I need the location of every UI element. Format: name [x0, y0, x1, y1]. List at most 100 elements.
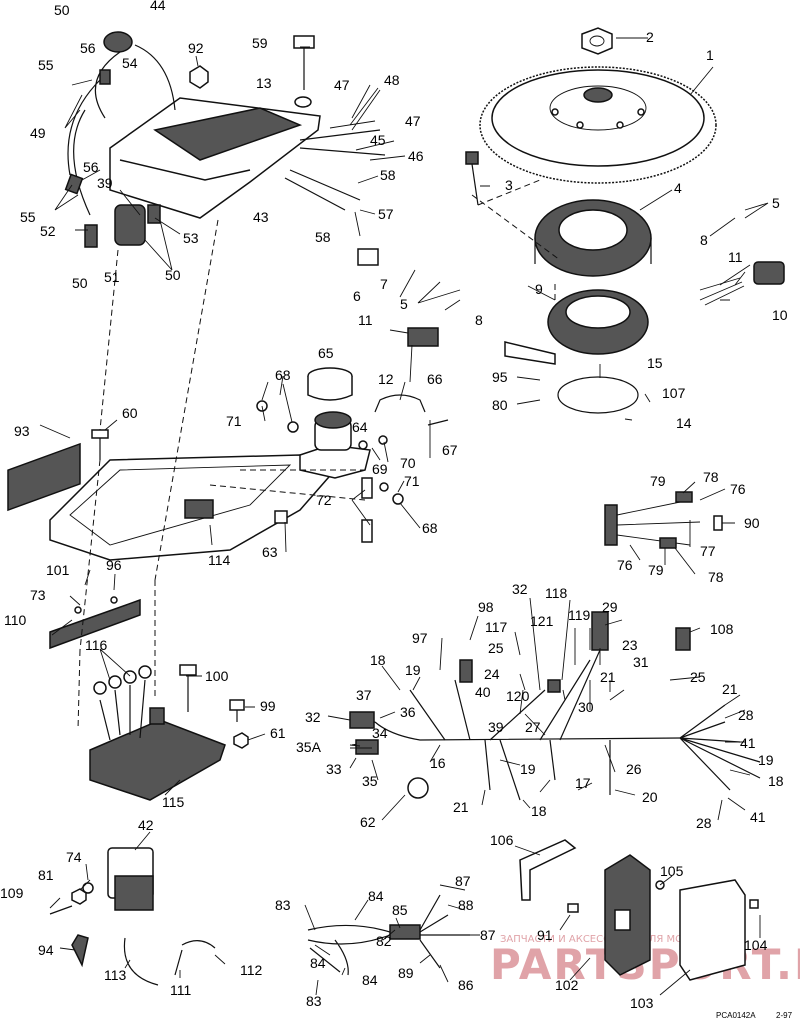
- callout-68: 68: [275, 367, 291, 383]
- callout-62: 62: [360, 814, 376, 830]
- callout-86: 86: [458, 977, 474, 993]
- callout-18b: 18: [768, 773, 784, 789]
- hardware-67-72: [256, 400, 449, 543]
- callout-103: 103: [630, 995, 654, 1011]
- callout-1: 1: [706, 47, 714, 63]
- callout-11b: 11: [358, 312, 373, 328]
- retaining-ring-part: [557, 376, 639, 414]
- flywheel-part: [479, 66, 717, 184]
- callout-79: 79: [650, 473, 666, 489]
- callout-53: 53: [183, 230, 199, 246]
- callout-77: 77: [700, 543, 716, 559]
- connector-10-part: [699, 261, 785, 306]
- callout-68b: 68: [422, 520, 438, 536]
- callout-76: 76: [730, 481, 746, 497]
- callout-50: 50: [54, 2, 70, 18]
- callout-26: 26: [626, 761, 642, 777]
- callout-21: 21: [600, 669, 616, 685]
- callout-6: 6: [353, 288, 361, 304]
- callout-17: 17: [575, 775, 591, 791]
- callout-93: 93: [14, 423, 30, 439]
- callout-84: 84: [368, 888, 384, 904]
- callout-65: 65: [318, 345, 334, 361]
- callout-121: 121: [530, 613, 554, 629]
- callout-71b: 71: [404, 473, 420, 489]
- callout-61: 61: [270, 725, 286, 741]
- nut-part: [581, 27, 613, 55]
- callout-36: 36: [400, 704, 416, 720]
- callout-42: 42: [138, 817, 154, 833]
- callout-116: 116: [85, 637, 108, 653]
- callout-15: 15: [647, 355, 663, 371]
- callout-45: 45: [370, 132, 386, 148]
- callout-80: 80: [492, 397, 508, 413]
- callout-119: 119: [568, 607, 591, 623]
- footer-date: 2-97: [776, 1011, 793, 1020]
- callout-47b: 47: [405, 113, 421, 129]
- callout-101: 101: [46, 562, 70, 578]
- callout-115: 115: [162, 794, 185, 810]
- callout-58: 58: [380, 167, 396, 183]
- callout-46: 46: [408, 148, 424, 164]
- callout-9: 9: [535, 281, 543, 297]
- callout-78b: 78: [708, 569, 724, 585]
- wire-harness-16: [349, 611, 761, 801]
- callout-87b: 87: [480, 927, 496, 943]
- callout-59: 59: [252, 35, 268, 51]
- callout-83b: 83: [306, 993, 322, 1009]
- callout-49: 49: [30, 125, 46, 141]
- callout-70: 70: [400, 455, 416, 471]
- nut-92-part: [189, 65, 209, 89]
- callout-82: 82: [376, 933, 392, 949]
- callout-54: 54: [122, 55, 138, 71]
- callout-2: 2: [646, 29, 654, 45]
- callout-97: 97: [412, 630, 428, 646]
- callout-32b: 32: [305, 709, 321, 725]
- callout-67: 67: [442, 442, 458, 458]
- callout-29: 29: [602, 599, 618, 615]
- terminal-6-part: [357, 248, 379, 266]
- callout-109: 109: [0, 885, 24, 901]
- sleeve-65-part: [307, 367, 353, 401]
- callout-21c: 21: [453, 799, 469, 815]
- callout-55: 55: [38, 57, 54, 73]
- callout-84b: 84: [310, 955, 326, 971]
- callout-118: 118: [545, 585, 568, 601]
- ignition-wire-cluster: [64, 31, 176, 248]
- callout-44: 44: [150, 0, 166, 13]
- callout-105: 105: [660, 863, 684, 879]
- callout-39: 39: [97, 175, 113, 191]
- bolt-59-part: [293, 35, 315, 90]
- callout-25: 25: [488, 640, 504, 656]
- callout-89: 89: [398, 965, 414, 981]
- callout-11: 11: [728, 249, 743, 265]
- callout-50c: 50: [165, 267, 181, 283]
- callout-102: 102: [555, 977, 579, 993]
- callout-85: 85: [392, 902, 408, 918]
- parts-74-113: [49, 882, 216, 986]
- callout-19: 19: [405, 662, 421, 678]
- callout-98: 98: [478, 599, 494, 615]
- callout-16: 16: [430, 755, 446, 771]
- callout-12: 12: [378, 371, 394, 387]
- callout-92: 92: [188, 40, 204, 56]
- callout-108: 108: [710, 621, 734, 637]
- callout-28: 28: [738, 707, 754, 723]
- callout-7: 7: [380, 276, 388, 292]
- callout-30: 30: [578, 699, 594, 715]
- callout-50b: 50: [72, 275, 88, 291]
- callout-31: 31: [633, 654, 649, 670]
- cover-43-part: [109, 97, 321, 219]
- callout-71: 71: [226, 413, 242, 429]
- callout-5b: 5: [400, 296, 408, 312]
- callout-106: 106: [490, 832, 514, 848]
- callout-18c: 18: [531, 803, 547, 819]
- rectifier-115-part: [89, 665, 226, 801]
- callout-76b: 76: [617, 557, 633, 573]
- callout-91: 91: [537, 927, 553, 943]
- callout-35A: 35A: [296, 739, 322, 755]
- callout-104: 104: [744, 937, 768, 953]
- callout-5: 5: [772, 195, 780, 211]
- callout-14: 14: [676, 415, 692, 431]
- wires-45-48: [284, 129, 386, 211]
